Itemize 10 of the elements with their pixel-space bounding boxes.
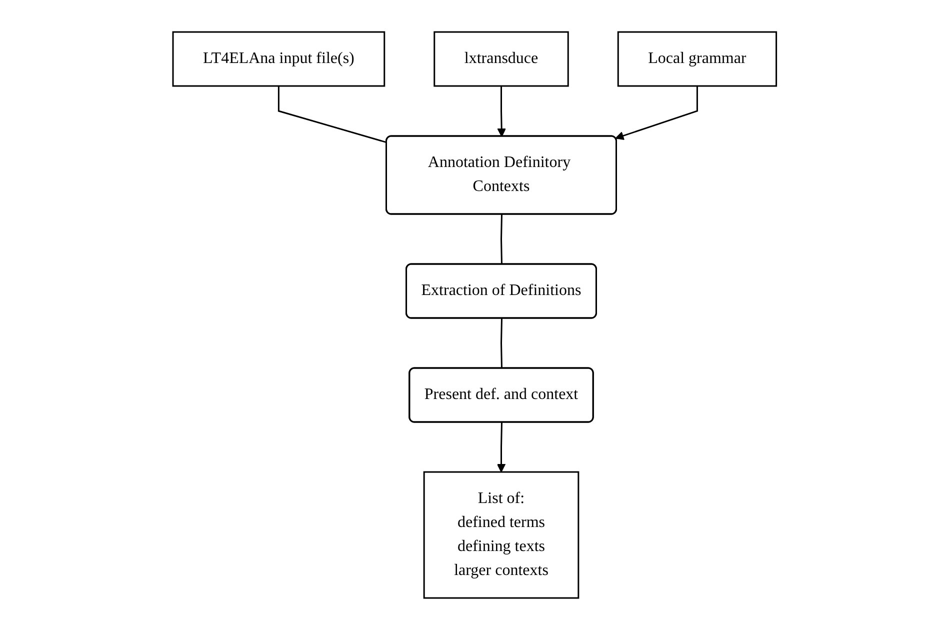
node-box: LT4ELAna input file(s) [172,30,385,86]
node-box: Local grammar [617,30,777,86]
node-box: List of: defined terms defining texts larger contexts [423,470,580,598]
connector [500,214,502,264]
connector [500,318,502,368]
node-box: lxtransduce [433,30,569,86]
arrow [615,86,698,140]
arrow [496,422,506,472]
arrow [497,86,506,136]
connector [278,86,387,143]
